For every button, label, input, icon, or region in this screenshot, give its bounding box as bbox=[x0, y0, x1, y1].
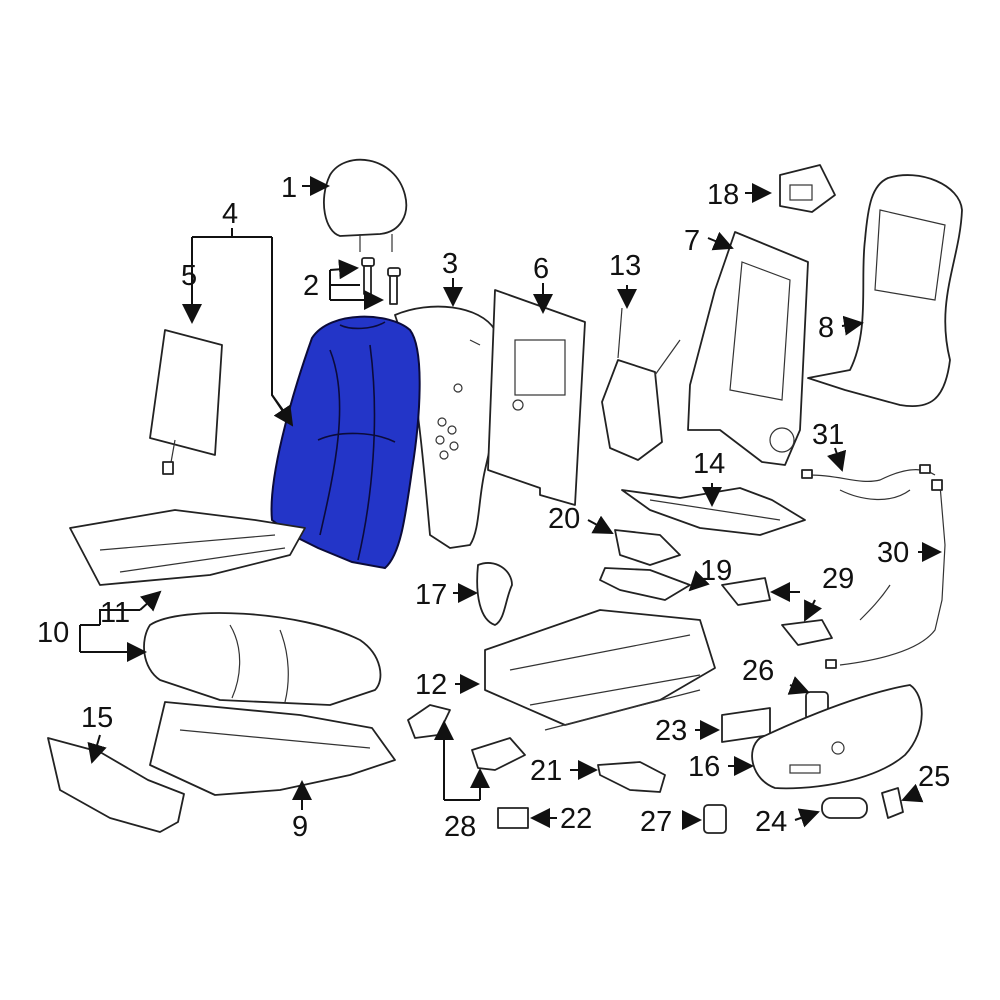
callout-5: 5 bbox=[181, 260, 197, 292]
wire-harness-31-part[interactable] bbox=[801, 464, 936, 501]
callout-2: 2 bbox=[303, 270, 319, 302]
callout-29: 29 bbox=[822, 563, 854, 595]
handle-24-part[interactable] bbox=[821, 797, 868, 819]
callout-11: 11 bbox=[100, 597, 130, 629]
callout-4: 4 bbox=[222, 198, 238, 230]
seat-cushion-pad-part[interactable] bbox=[149, 701, 396, 796]
switch-22-part[interactable] bbox=[497, 807, 529, 829]
air-bladder-19-part[interactable] bbox=[599, 567, 691, 601]
callout-24: 24 bbox=[755, 806, 787, 838]
back-panel-part[interactable] bbox=[487, 289, 586, 506]
headrest-guide-part[interactable] bbox=[361, 257, 401, 305]
callout-12: 12 bbox=[415, 669, 447, 701]
callout-30: 30 bbox=[877, 537, 909, 569]
callout-10: 10 bbox=[37, 617, 69, 649]
seatback-heater-part[interactable] bbox=[149, 329, 223, 475]
seat-cushion-cover-part[interactable] bbox=[143, 612, 382, 706]
callout-18: 18 bbox=[707, 179, 739, 211]
lumbar-unit-part[interactable] bbox=[779, 164, 836, 213]
seat-track-part[interactable] bbox=[484, 609, 716, 731]
callout-3: 3 bbox=[442, 248, 458, 280]
callout-8: 8 bbox=[818, 312, 834, 344]
callout-25: 25 bbox=[918, 761, 950, 793]
callout-17: 17 bbox=[415, 579, 447, 611]
callout-22: 22 bbox=[560, 803, 592, 835]
cover-28-part[interactable] bbox=[407, 704, 526, 771]
callout-31: 31 bbox=[812, 419, 844, 451]
callout-23: 23 bbox=[655, 715, 687, 747]
bracket-21-part[interactable] bbox=[597, 761, 666, 793]
seatback-cover-highlighted[interactable] bbox=[270, 315, 421, 570]
lumbar-mat-part[interactable] bbox=[621, 487, 806, 536]
seatback-frame-part[interactable] bbox=[394, 305, 500, 549]
callout-21: 21 bbox=[530, 755, 562, 787]
callout-6: 6 bbox=[533, 253, 549, 285]
seatback-frame-7-part[interactable] bbox=[687, 231, 809, 466]
cover-29-part[interactable] bbox=[721, 577, 833, 646]
callout-15: 15 bbox=[81, 702, 113, 734]
leader-lines bbox=[79, 176, 942, 830]
cushion-heater-part[interactable] bbox=[69, 509, 306, 586]
callout-13: 13 bbox=[609, 250, 641, 282]
side-shield-part[interactable] bbox=[751, 684, 923, 790]
back-board-part[interactable] bbox=[807, 174, 963, 407]
connector-27-part[interactable] bbox=[703, 804, 727, 834]
wire-harness-30-part[interactable] bbox=[825, 479, 946, 669]
side-cover-17-part[interactable] bbox=[476, 562, 513, 626]
headrest-part[interactable] bbox=[323, 158, 408, 252]
callout-14: 14 bbox=[693, 448, 725, 480]
callout-9: 9 bbox=[292, 811, 308, 843]
air-bladder-20-part[interactable] bbox=[614, 529, 681, 566]
front-trim-part[interactable] bbox=[47, 737, 185, 833]
recliner-bracket-part[interactable] bbox=[601, 307, 681, 461]
callout-20: 20 bbox=[548, 503, 580, 535]
callout-27: 27 bbox=[640, 806, 672, 838]
callout-7: 7 bbox=[684, 225, 700, 257]
callout-19: 19 bbox=[700, 555, 732, 587]
callout-28: 28 bbox=[444, 811, 476, 843]
knob-25-part[interactable] bbox=[881, 787, 904, 819]
callout-labels: 1 2 3 4 5 6 7 8 9 10 11 12 13 14 15 16 1… bbox=[37, 172, 950, 843]
callout-26: 26 bbox=[742, 655, 774, 687]
callout-1: 1 bbox=[281, 172, 297, 204]
callout-16: 16 bbox=[688, 751, 720, 783]
